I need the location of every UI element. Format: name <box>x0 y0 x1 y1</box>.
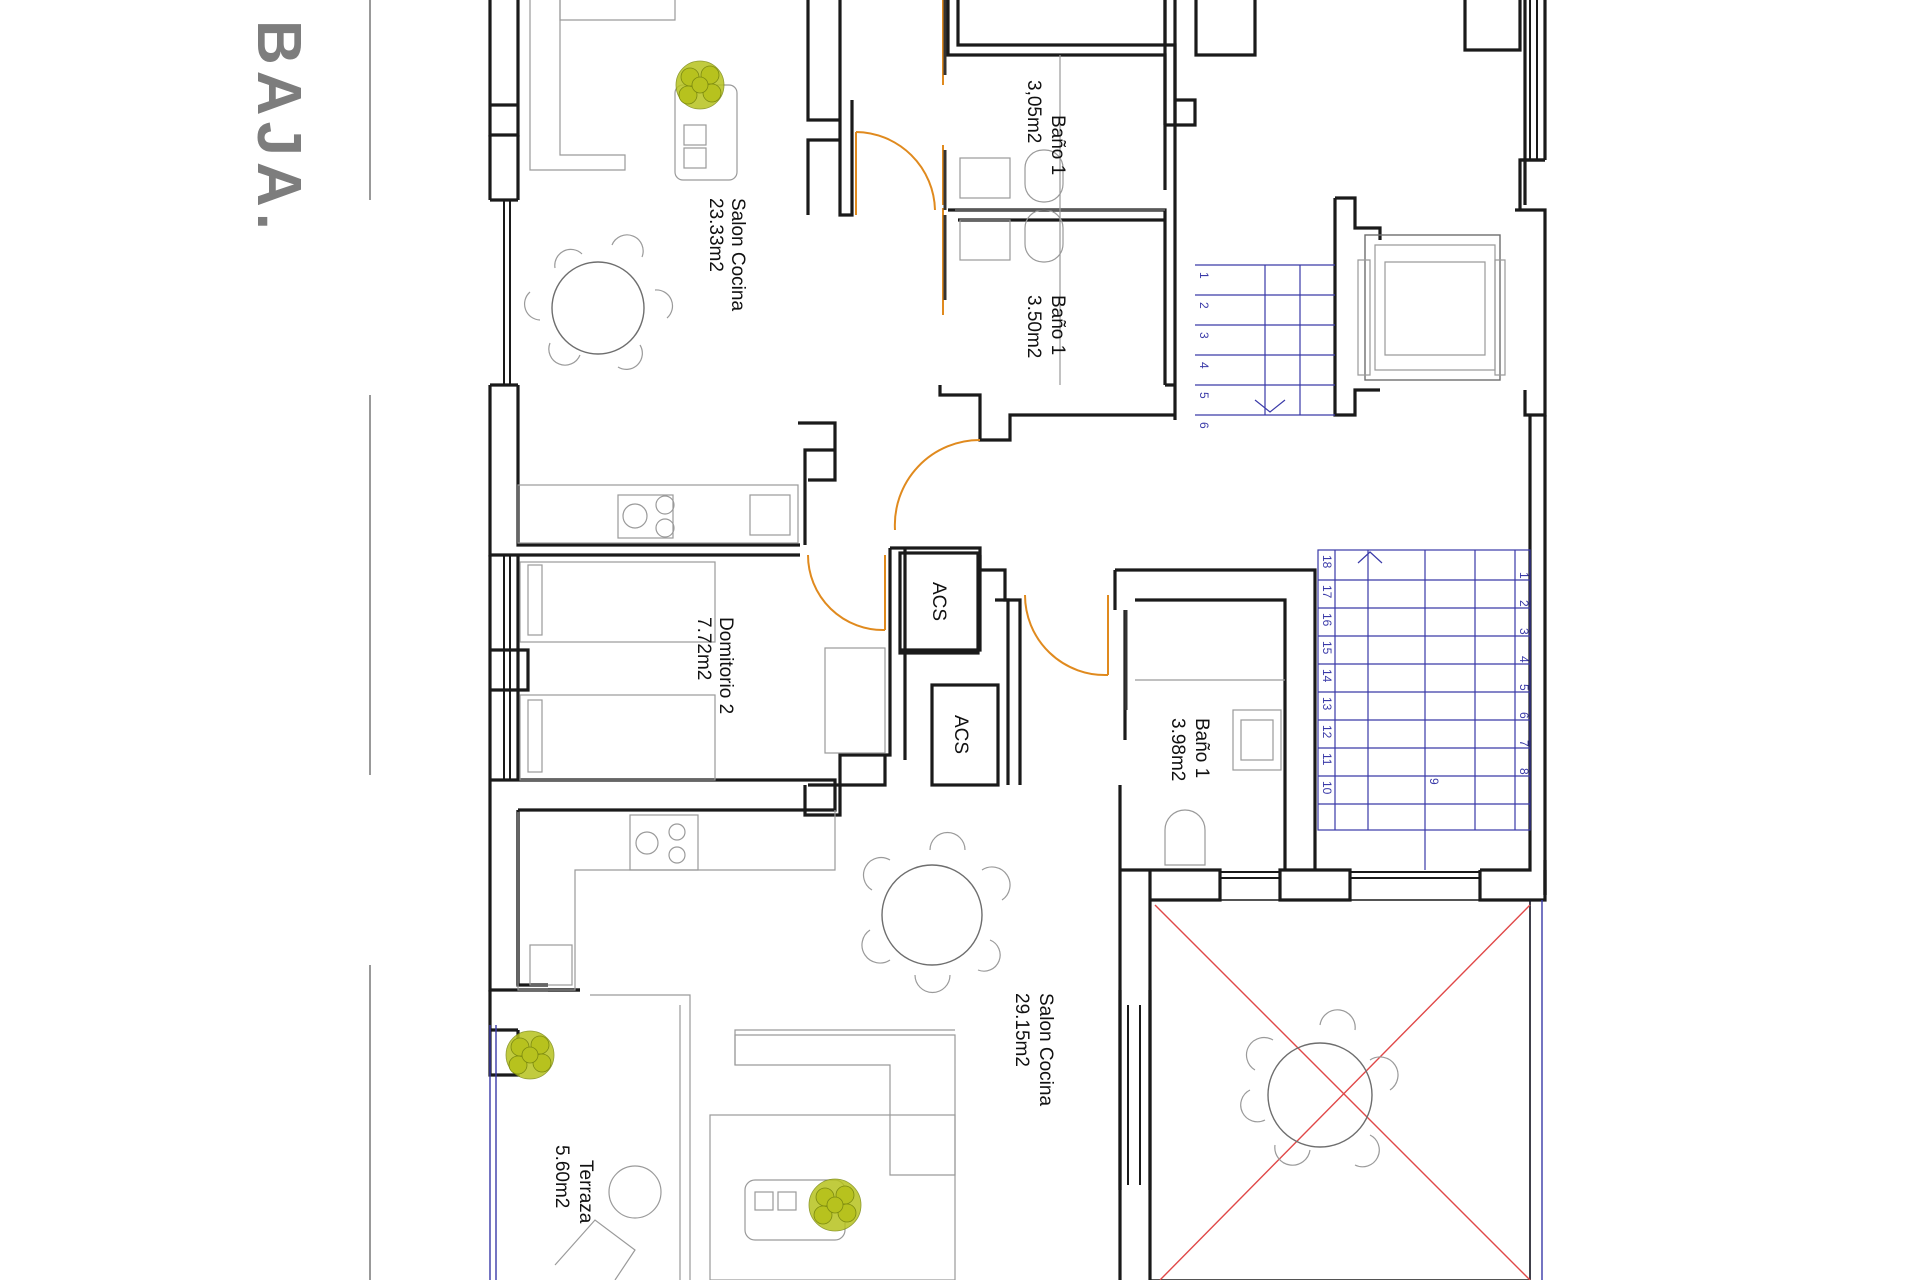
room-label-salon-cocina-2: Salon Cocina 29.15m2 <box>1011 993 1056 1106</box>
stair-num: 1 <box>1197 272 1211 279</box>
room-label-bano-3: Baño 1 3.98m2 <box>1167 718 1212 781</box>
stair-num: 6 <box>1517 712 1531 719</box>
room-label-bano-1: Baño 1 3,05m2 <box>1023 80 1068 175</box>
stair-num: 1 <box>1517 572 1531 579</box>
stair-num: 2 <box>1517 600 1531 607</box>
stair-num: 3 <box>1197 332 1211 339</box>
door-swing-3 <box>807 554 886 632</box>
stair-num: 4 <box>1197 362 1211 369</box>
stair-num: 18 <box>1320 555 1334 569</box>
room-label-dormitorio: Domitorio 2 7.72m2 <box>693 617 736 714</box>
stair-num: 3 <box>1517 628 1531 635</box>
room-area: 29.15m2 <box>1011 993 1032 1067</box>
stair-num: 13 <box>1320 697 1334 711</box>
stair-num: 9 <box>1427 778 1441 785</box>
room-name: Baño 1 <box>1047 295 1068 355</box>
stair-num: 6 <box>1197 422 1211 429</box>
bath-door-leaves <box>943 0 1128 710</box>
acs-label: ACS <box>950 715 971 754</box>
stair-top-numbers: 1 2 3 4 5 6 <box>1197 272 1211 429</box>
room-label-salon-cocina-1: Salon Cocina 23.33m2 <box>705 198 748 311</box>
plan-title: BAJA. <box>244 20 313 236</box>
room-area: 23.33m2 <box>705 198 726 272</box>
room-name: Salon Cocina <box>727 198 748 311</box>
plant-icon <box>505 1030 555 1080</box>
plan-title-text: BAJA. <box>244 20 313 236</box>
stair-num: 14 <box>1320 669 1334 683</box>
stair-main <box>1317 549 1531 870</box>
acs-label: ACS <box>928 582 949 621</box>
stair-num: 11 <box>1320 753 1334 766</box>
stair-num: 12 <box>1320 725 1334 739</box>
acs-box-1 <box>898 551 980 655</box>
room-area: 3.98m2 <box>1167 718 1188 781</box>
door-swing-2 <box>893 438 981 531</box>
stair-num: 10 <box>1320 781 1334 795</box>
glazing <box>489 0 1543 1280</box>
furniture <box>517 0 1506 1280</box>
room-label-bano-2: Baño 1 3.50m2 <box>1023 295 1068 358</box>
terrace-void <box>1149 899 1531 1280</box>
acs-box-2 <box>930 683 1000 787</box>
door-swing-1 <box>855 131 936 211</box>
room-area: 3,05m2 <box>1023 80 1044 143</box>
stair-num: 17 <box>1320 585 1334 599</box>
stair-num: 2 <box>1197 302 1211 309</box>
room-name: Baño 1 <box>1191 718 1212 778</box>
stair-num: 5 <box>1517 684 1531 691</box>
room-name: Baño 1 <box>1047 115 1068 175</box>
room-name: Terraza <box>575 1160 596 1224</box>
door-swing-4 <box>1024 594 1109 677</box>
stair-num: 15 <box>1320 641 1334 655</box>
plant-icon <box>675 60 725 110</box>
walls <box>488 0 1547 1280</box>
room-label-terraza: Terraza 5.60m2 <box>551 1145 596 1224</box>
room-name: Salon Cocina <box>1035 993 1056 1106</box>
room-area: 7.72m2 <box>693 617 714 680</box>
stair-main-numbers: 18 17 16 15 14 13 12 11 10 1 2 3 4 5 6 7… <box>1320 555 1531 795</box>
doors <box>807 0 1109 677</box>
stair-top <box>1195 264 1335 416</box>
stair-num: 5 <box>1197 392 1211 399</box>
stair-num: 4 <box>1517 656 1531 663</box>
room-name: Domitorio 2 <box>715 617 736 714</box>
stair-num: 8 <box>1517 768 1531 775</box>
stair-num: 16 <box>1320 613 1334 627</box>
room-area: 5.60m2 <box>551 1145 572 1208</box>
plant-icon <box>808 1178 862 1232</box>
stair-num: 7 <box>1517 740 1531 747</box>
room-area: 3.50m2 <box>1023 295 1044 358</box>
